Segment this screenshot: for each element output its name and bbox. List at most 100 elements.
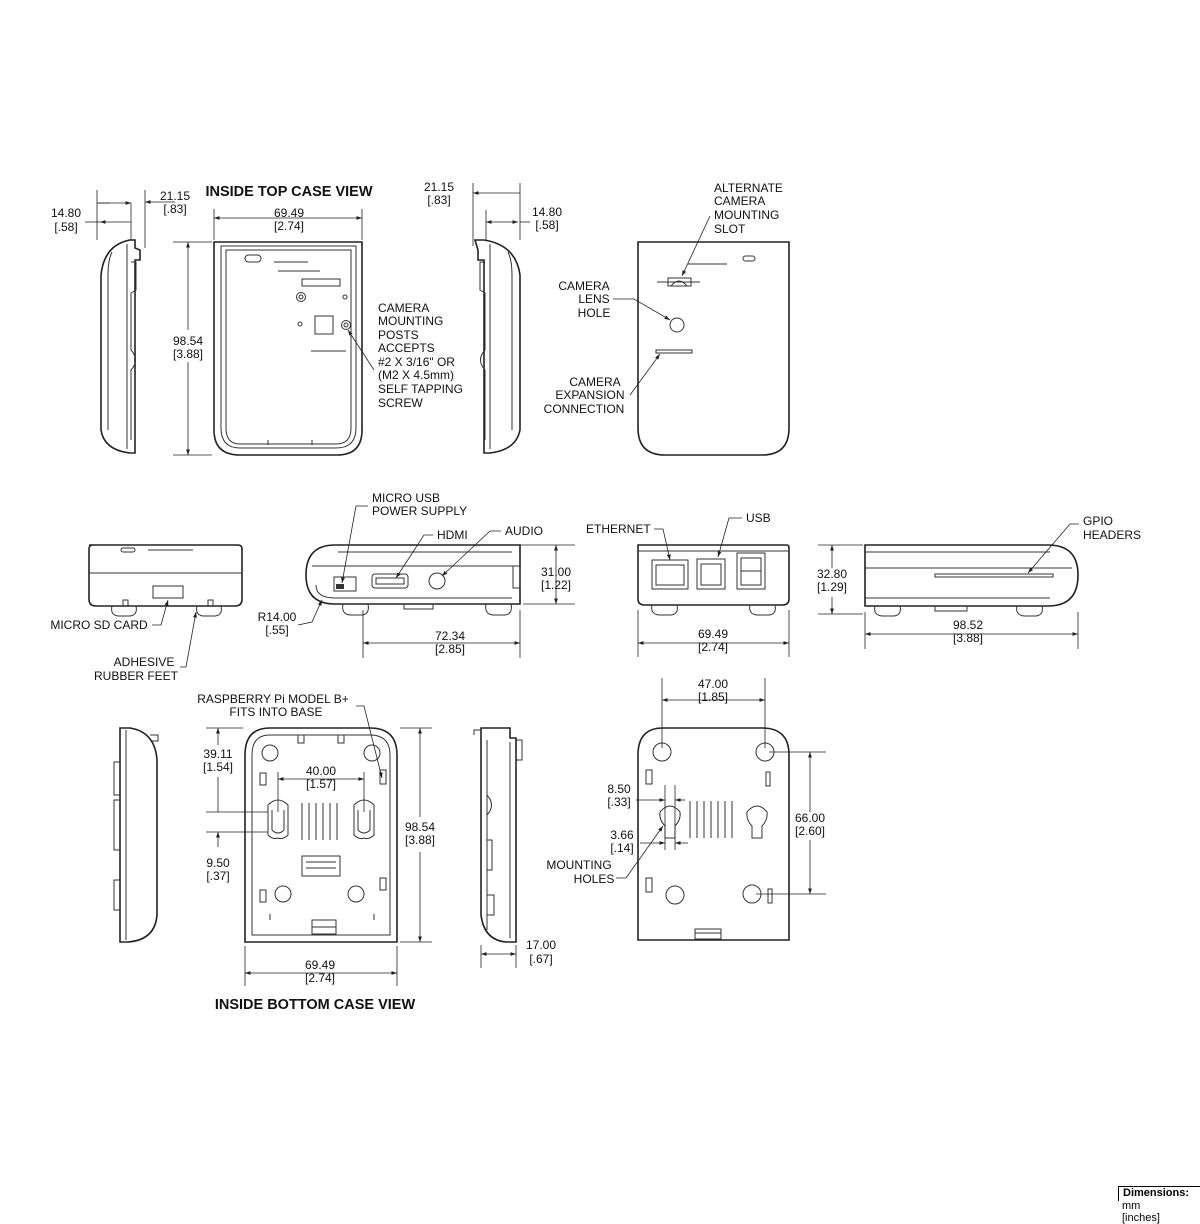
callout-line: LENS <box>578 292 609 306</box>
dim-text: 98.54 <box>173 334 203 348</box>
callout-line: ACCEPTS <box>378 341 435 355</box>
dim-text: [1.29] <box>817 580 847 594</box>
callout-mounting-holes: MOUNTING HOLES <box>546 825 664 886</box>
dim-top-height: 98.54 [3.88] <box>173 241 212 456</box>
callout-line: MOUNTING <box>378 314 443 328</box>
dim-text: [2.60] <box>795 824 825 838</box>
dim-text: [1.54] <box>203 760 233 774</box>
dim-text: [2.85] <box>435 642 465 656</box>
callout-line: EXPANSION <box>555 388 624 402</box>
callout-hdmi: HDMI <box>395 528 468 579</box>
dim-text: [3.88] <box>405 833 435 847</box>
dim-text: [.33] <box>607 795 630 809</box>
dim-text: [.14] <box>610 841 633 855</box>
callout-audio: AUDIO <box>441 524 543 577</box>
end-view-sd <box>88 544 243 617</box>
callout-line: POWER SUPPLY <box>372 504 467 518</box>
dim-text: [1.85] <box>698 690 728 704</box>
callout-line: CAMERA <box>558 279 609 293</box>
callout-usb: USB <box>717 511 771 558</box>
callout-line: ETHERNET <box>586 522 651 536</box>
callout-line: CONNECTION <box>544 402 625 416</box>
callout-line: (M2 X 4.5mm) <box>378 368 454 382</box>
outside-top-view <box>637 241 790 456</box>
dim-text: 39.11 <box>203 747 232 761</box>
callout-ethernet: ETHERNET <box>586 522 671 561</box>
dim-text: 17.00 <box>526 938 556 952</box>
legend-unit-mm: mm <box>1122 1200 1141 1212</box>
dim-text: [.67] <box>529 952 552 966</box>
dim-text: [2.74] <box>305 971 335 985</box>
dim-text: 9.50 <box>206 856 230 870</box>
callout-line: SCREW <box>378 396 423 410</box>
callout-line: AUDIO <box>505 524 543 538</box>
bottom-right-side-profile <box>473 727 523 943</box>
dim-text: 21.15 <box>160 189 190 203</box>
dim-text: R14.00 <box>258 610 297 624</box>
callout-camera-lens: CAMERA LENS HOLE <box>558 279 671 321</box>
end-view-ethernet-usb <box>637 544 790 616</box>
legend-title: Dimensions: <box>1123 1187 1190 1199</box>
callout-camera-posts: CAMERA MOUNTING POSTS ACCEPTS #2 X 3/16"… <box>347 301 463 410</box>
callout-line: SELF TAPPING <box>378 382 463 396</box>
dim-text: [2.74] <box>274 219 304 233</box>
callout-line: MICRO USB <box>372 491 440 505</box>
inside-top-case-view <box>213 241 363 456</box>
callout-line: HOLES <box>574 872 615 886</box>
dim-text: 31.00 <box>541 565 571 579</box>
callout-camera-expansion: CAMERA EXPANSION CONNECTION <box>544 353 661 416</box>
top-left-side-profile <box>100 239 141 454</box>
dim-text: 47.00 <box>698 677 728 691</box>
callout-alt-camera: ALTERNATE CAMERA MOUNTING SLOT <box>681 181 783 277</box>
dim-text: [1.57] <box>306 777 336 791</box>
dim-text: 98.54 <box>405 820 435 834</box>
callout-line: HDMI <box>437 528 468 542</box>
dim-text: 14.80 <box>532 205 562 219</box>
callout-line: ALTERNATE <box>714 181 783 195</box>
dim-front: 31.00 [1.22] 72.34 [2.85] R14.00 [.55] <box>258 544 575 658</box>
dim-bottom: 39.11 [1.54] 9.50 [.37] 40.00 [1.57] 98.… <box>203 727 435 986</box>
inside-bottom-case-view <box>244 727 398 943</box>
callout-line: SLOT <box>714 222 746 236</box>
callout-line: HEADERS <box>1083 528 1141 542</box>
callout-line: MOUNTING <box>714 208 779 222</box>
dimensions-legend: Dimensions: <box>1118 1186 1200 1201</box>
dim-text: 98.52 <box>953 618 983 632</box>
front-view-ports <box>305 544 521 616</box>
dim-outside-bottom: 47.00 [1.85] 66.00 [2.60] 8.50 [.33] 3.6… <box>607 677 826 895</box>
callout-line: RASPBERRY Pi MODEL B+ <box>197 692 349 706</box>
dim-text: [3.88] <box>953 631 983 645</box>
bottom-view-title: INSIDE BOTTOM CASE VIEW <box>215 997 416 1013</box>
side-view-gpio <box>864 544 1079 617</box>
dim-end: 69.49 [2.74] <box>637 610 790 657</box>
callout-line: USB <box>746 511 771 525</box>
dim-text: 14.80 <box>51 206 81 220</box>
dim-text: [.83] <box>427 193 450 207</box>
dim-text: 72.34 <box>435 629 465 643</box>
dim-side-left: 14.80 [.58] 21.15 [.83] <box>51 189 190 248</box>
dim-side-right: 21.15 [.83] 14.80 [.58] <box>424 180 562 246</box>
dim-text: 3.66 <box>610 828 634 842</box>
outside-bottom-view <box>637 727 790 941</box>
dim-text: 40.00 <box>306 764 336 778</box>
top-right-side-profile <box>473 239 521 454</box>
dim-top-width: 69.49 [2.74] <box>213 206 363 240</box>
dim-text: [2.74] <box>698 640 728 654</box>
dim-text: 32.80 <box>817 567 847 581</box>
dim-text: 69.49 <box>698 627 728 641</box>
dim-text: [3.88] <box>173 347 203 361</box>
dim-text: [1.22] <box>541 578 571 592</box>
dim-text: [.58] <box>535 218 558 232</box>
dim-text: [.37] <box>206 869 229 883</box>
callout-line: GPIO <box>1083 514 1113 528</box>
callout-line: CAMERA <box>714 194 765 208</box>
callout-micro-usb: MICRO USB POWER SUPPLY <box>341 491 467 584</box>
dim-bottom-side: 17.00 [.67] <box>480 938 556 968</box>
callout-line: ADHESIVE <box>114 655 175 669</box>
dim-text: [.83] <box>163 202 186 216</box>
dim-gpio: 32.80 [1.29] 98.52 [3.88] <box>817 544 1079 649</box>
callout-micro-sd: MICRO SD CARD <box>50 599 169 632</box>
callout-line: CAMERA <box>378 301 429 315</box>
dim-text: 8.50 <box>607 782 631 796</box>
bottom-left-side-profile <box>113 727 159 943</box>
